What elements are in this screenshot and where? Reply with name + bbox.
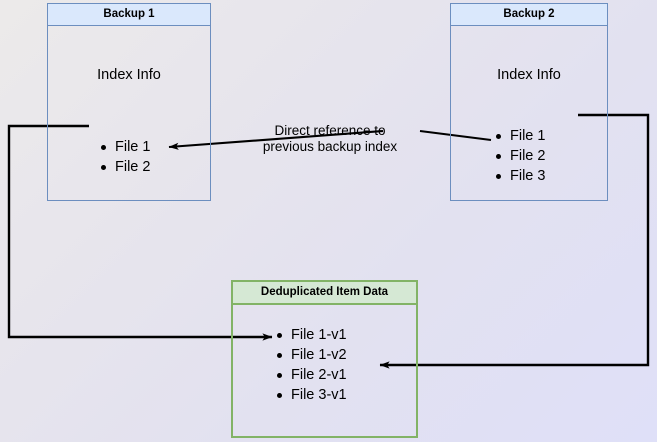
backup-1-index-info-label: Index Info	[97, 67, 161, 83]
node-backup-2[interactable]: Backup 2 Index Info File 1 File 2 File 3	[450, 3, 608, 201]
node-dedup-header: Deduplicated Item Data	[233, 282, 416, 305]
list-item: File 2	[100, 157, 150, 177]
node-deduplicated-item-data[interactable]: Deduplicated Item Data File 1-v1 File 1-…	[231, 280, 418, 438]
node-backup-2-header: Backup 2	[451, 4, 607, 26]
edge-label-line-1: Direct reference to	[274, 123, 386, 138]
backup-2-file-list: File 1 File 2 File 3	[495, 126, 545, 186]
edge-label-line-2: previous backup index	[262, 139, 398, 154]
backup-2-index-info-label: Index Info	[497, 67, 561, 83]
node-backup-1-header: Backup 1	[48, 4, 210, 26]
list-item: File 1	[100, 137, 150, 157]
list-item: File 3	[495, 166, 545, 186]
node-dedup-body: File 1-v1 File 1-v2 File 2-v1 File 3-v1	[233, 305, 416, 436]
backup-1-file-list: File 1 File 2	[100, 137, 150, 177]
list-item: File 1-v1	[276, 325, 347, 345]
list-item: File 2	[495, 146, 545, 166]
list-item: File 1	[495, 126, 545, 146]
list-item: File 1-v2	[276, 345, 347, 365]
node-backup-1[interactable]: Backup 1 Index Info File 1 File 2	[47, 3, 211, 201]
node-backup-1-body: Index Info File 1 File 2	[48, 26, 210, 200]
list-item: File 3-v1	[276, 385, 347, 405]
edge-label-direct-reference: Direct reference to previous backup inde…	[245, 123, 415, 155]
dedup-file-list: File 1-v1 File 1-v2 File 2-v1 File 3-v1	[276, 325, 347, 405]
node-backup-2-body: Index Info File 1 File 2 File 3	[451, 26, 607, 200]
list-item: File 2-v1	[276, 365, 347, 385]
